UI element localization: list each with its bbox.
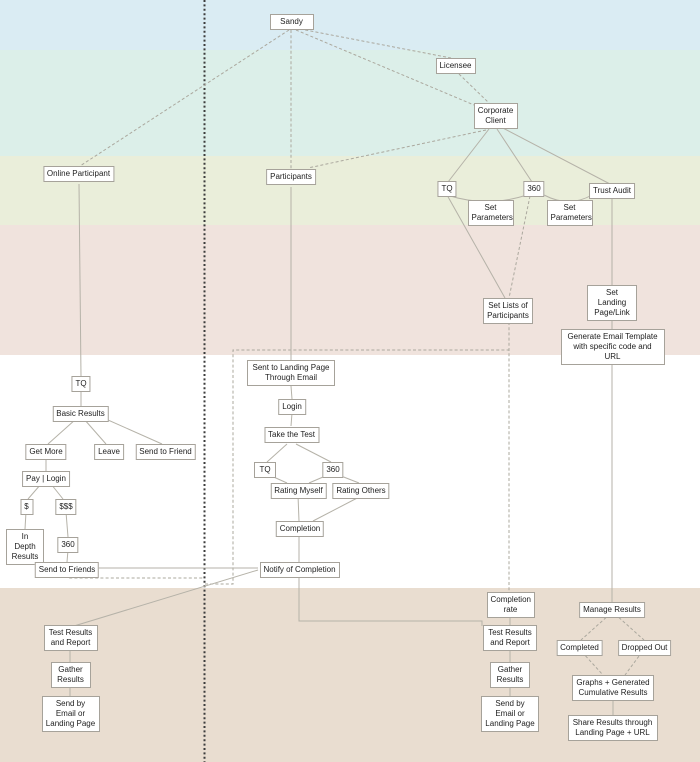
node-licensee: Licensee	[435, 58, 476, 74]
node-dollar3: $$$	[55, 499, 77, 515]
node-participants: Participants	[266, 169, 316, 185]
node-set-landing-page: Set Landing Page/Link	[587, 285, 637, 321]
node-graphs-cumulative-results: Graphs + Generated Cumulative Results	[572, 675, 654, 701]
node-tq-mid: TQ	[254, 462, 276, 478]
node-pay-login: Pay | Login	[22, 471, 70, 487]
band-blue	[0, 0, 700, 50]
node-set-parameters-2: Set Parameters	[546, 200, 593, 226]
node-sent-to-landing-page: Sent to Landing Page Through Email	[247, 360, 335, 386]
node-notify-of-completion: Notify of Completion	[259, 562, 340, 578]
band-teal	[0, 50, 700, 156]
node-360-corp: 360	[523, 181, 545, 197]
node-get-more: Get More	[25, 444, 67, 460]
node-leave: Leave	[94, 444, 124, 460]
solid-connectors	[24, 126, 614, 715]
node-sandy: Sandy	[269, 14, 314, 30]
node-online-participant: Online Participant	[42, 166, 115, 182]
node-trust-audit: Trust Audit	[589, 183, 635, 199]
node-corporate-client: Corporate Client	[473, 103, 518, 129]
node-360-mid: 360	[322, 462, 344, 478]
node-test-results-left: Test Results and Report	[43, 625, 98, 651]
node-dollar: $	[20, 499, 33, 515]
node-in-depth-results: In Depth Results	[6, 529, 44, 565]
node-rating-myself: Rating Myself	[270, 483, 327, 499]
node-login: Login	[278, 399, 306, 415]
node-take-the-test: Take the Test	[264, 427, 319, 443]
node-send-by-email-left: Send by Email or Landing Page	[41, 696, 100, 732]
node-360-left: 360	[57, 537, 79, 553]
node-test-results-right: Test Results and Report	[483, 625, 537, 651]
node-dropped-out: Dropped Out	[617, 640, 672, 656]
node-share-results: Share Results through Landing Page + URL	[567, 715, 658, 741]
band-white	[0, 355, 700, 588]
node-generate-email-template: Generate Email Template with specific co…	[560, 329, 665, 365]
node-gather-results-right: Gather Results	[490, 662, 530, 688]
node-send-to-friends: Send to Friends	[34, 562, 100, 578]
node-tq-left: TQ	[71, 376, 91, 392]
node-tq-corp: TQ	[437, 181, 457, 197]
node-manage-results: Manage Results	[579, 602, 645, 618]
node-gather-results-left: Gather Results	[50, 662, 91, 688]
node-completed: Completed	[556, 640, 603, 656]
node-completion: Completion	[275, 521, 325, 537]
node-basic-results: Basic Results	[52, 406, 109, 422]
node-set-lists-of-participants: Set Lists of Participants	[483, 298, 533, 324]
node-send-to-friend: Send to Friend	[135, 444, 196, 460]
dashed-connectors	[66, 27, 645, 676]
node-send-by-email-right: Send by Email or Landing Page	[481, 696, 539, 732]
node-rating-others: Rating Others	[332, 483, 390, 499]
node-completion-rate: Completion rate	[486, 592, 535, 618]
node-set-parameters-1: Set Parameters	[467, 200, 514, 226]
